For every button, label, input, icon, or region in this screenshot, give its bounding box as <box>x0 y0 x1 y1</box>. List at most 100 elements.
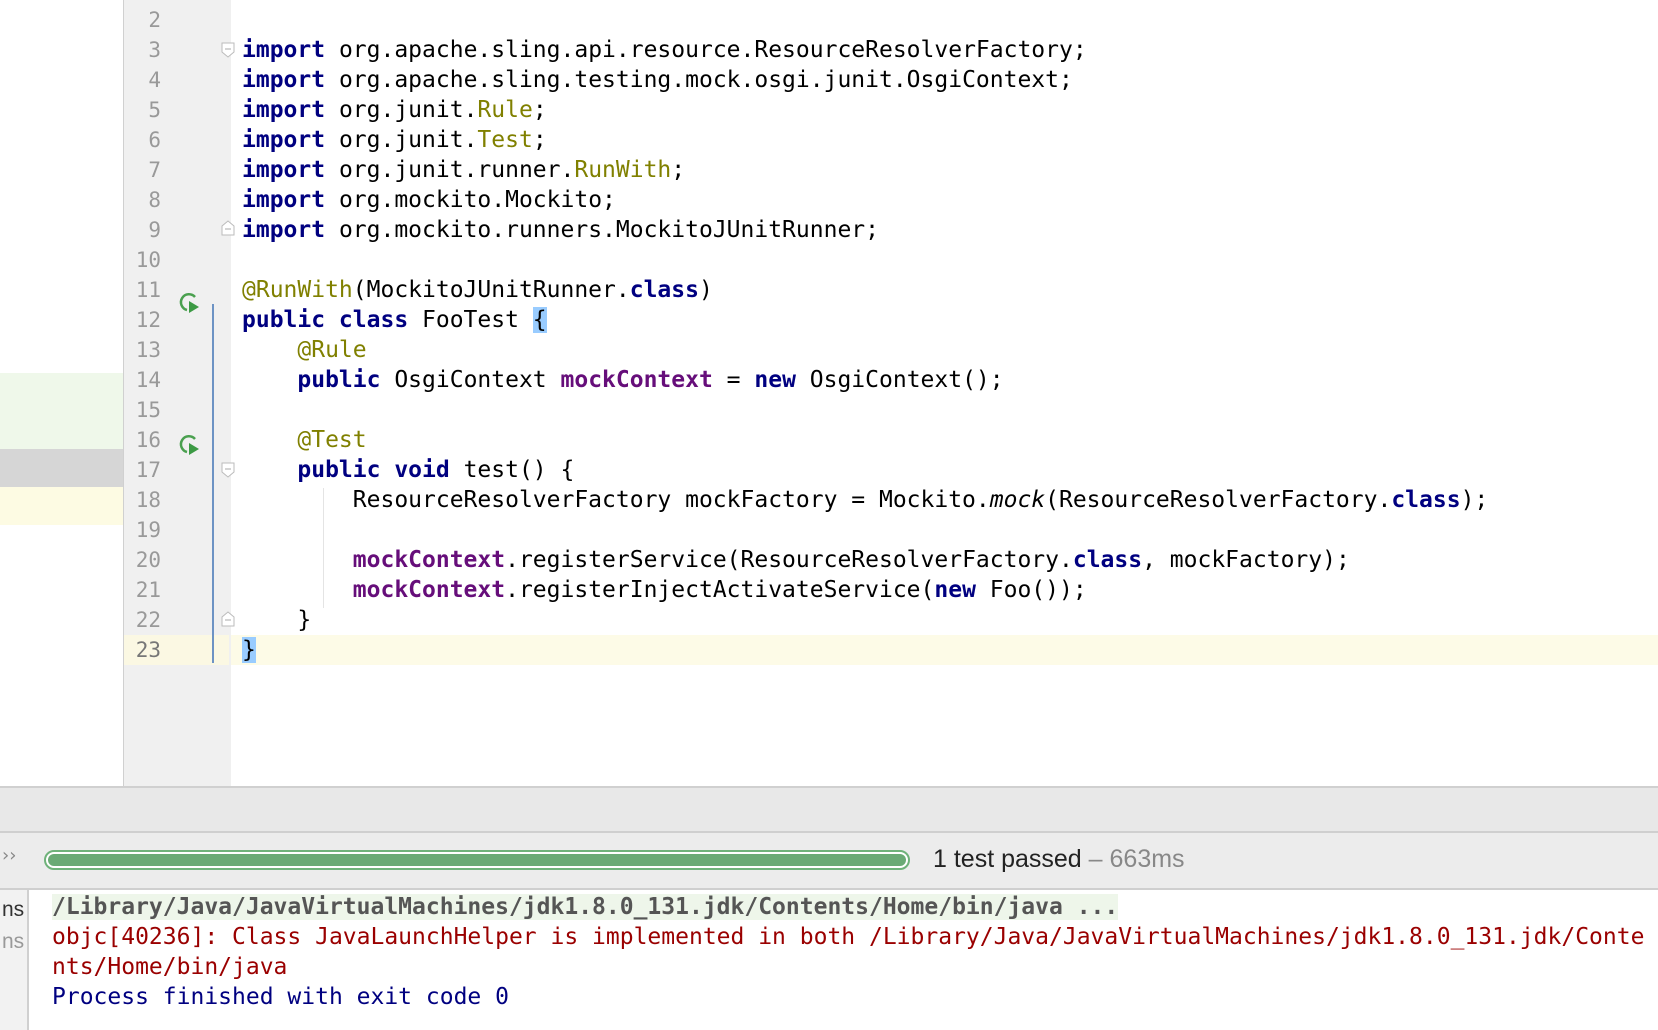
code-token: @RunWith <box>242 277 353 303</box>
code-token: ; <box>532 127 547 153</box>
line-number: 7 <box>148 158 161 182</box>
code-line[interactable]: ResourceResolverFactory mockFactory = Mo… <box>242 485 1489 515</box>
code-line[interactable]: import org.apache.sling.api.resource.Res… <box>242 35 1087 65</box>
line-number: 21 <box>135 578 161 602</box>
tree-item-label[interactable]: ns <box>2 898 25 921</box>
indent-guide <box>323 488 324 608</box>
code-token: } <box>242 637 256 663</box>
panel-splitter[interactable] <box>0 786 1658 833</box>
code-line[interactable]: mockContext.registerInjectActivateServic… <box>242 575 1087 605</box>
code-token: class <box>629 277 699 303</box>
fold-end-icon[interactable] <box>221 220 235 236</box>
code-token: Rule <box>477 97 533 123</box>
code-token: mock <box>989 487 1046 513</box>
line-number: 6 <box>148 128 161 152</box>
line-number: 14 <box>135 368 161 392</box>
test-result-text: 1 test passed <box>933 845 1082 873</box>
line-number: 3 <box>148 38 161 62</box>
selected-row[interactable] <box>0 449 123 487</box>
highlight-row <box>0 487 123 525</box>
code-token: RunWith <box>574 157 672 183</box>
code-line[interactable]: @Test <box>242 425 367 455</box>
code-token: class <box>1391 487 1461 513</box>
code-line[interactable]: @RunWith(MockitoJUnitRunner.class) <box>242 275 713 305</box>
console-exit-line: Process finished with exit code 0 <box>52 984 509 1010</box>
line-number: 9 <box>148 218 161 242</box>
code-token: new <box>754 367 796 393</box>
code-token: org.junit. <box>325 127 478 153</box>
code-token: class <box>1072 547 1143 573</box>
code-token: import <box>242 97 326 123</box>
chevron-double-right-icon[interactable]: ›› <box>2 845 17 866</box>
line-number: 22 <box>135 608 161 632</box>
test-tree-panel[interactable]: ns ns <box>0 890 29 1030</box>
code-token: new <box>934 577 976 603</box>
fold-collapse-icon[interactable] <box>221 42 235 58</box>
code-token: org.apache.sling.api.resource.ResourceRe… <box>325 37 1087 63</box>
code-token <box>242 337 297 363</box>
code-line[interactable]: public void test() { <box>242 455 574 485</box>
code-line[interactable]: import org.junit.runner.RunWith; <box>242 155 685 185</box>
code-token: ); <box>1460 487 1489 513</box>
code-token: = <box>712 367 755 393</box>
code-line[interactable]: public OsgiContext mockContext = new Osg… <box>242 365 1004 395</box>
code-line[interactable]: import org.mockito.runners.MockitoJUnitR… <box>242 215 879 245</box>
code-token: (MockitoJUnitRunner. <box>352 277 630 303</box>
console-error-line: objc[40236]: Class JavaLaunchHelper is i… <box>52 924 1645 980</box>
code-token <box>242 427 297 453</box>
code-line[interactable]: import org.mockito.Mockito; <box>242 185 616 215</box>
code-token: public class <box>242 307 409 333</box>
code-token: Test <box>477 127 533 153</box>
project-panel <box>0 0 123 786</box>
line-number: 2 <box>148 8 161 32</box>
run-test-icon[interactable] <box>175 431 201 457</box>
code-token: OsgiContext <box>380 367 561 393</box>
code-line[interactable]: import org.junit.Test; <box>242 125 547 155</box>
line-number: 4 <box>148 68 161 92</box>
code-token: { <box>532 307 547 333</box>
code-token: import <box>242 37 326 63</box>
code-token: test() { <box>449 457 575 483</box>
line-number: 10 <box>135 248 161 272</box>
console-command-text: /Library/Java/JavaVirtualMachines/jdk1.8… <box>52 894 1119 920</box>
code-line[interactable]: mockContext.registerService(ResourceReso… <box>242 545 1350 575</box>
fold-end-icon[interactable] <box>221 611 235 627</box>
line-number: 5 <box>148 98 161 122</box>
code-token <box>242 457 297 483</box>
current-line-gutter-highlight <box>124 635 229 665</box>
code-token: @Test <box>297 427 367 453</box>
code-token: ) <box>698 277 713 303</box>
tree-item-label[interactable]: ns <box>2 930 25 953</box>
code-token: , mockFactory); <box>1142 547 1350 573</box>
code-token: ; <box>532 97 547 123</box>
run-test-icon[interactable] <box>175 289 201 315</box>
line-number: 23 <box>135 638 161 662</box>
code-token <box>242 367 297 393</box>
line-number: 17 <box>135 458 161 482</box>
code-token: import <box>242 127 326 153</box>
line-number: 12 <box>135 308 161 332</box>
test-runner-toolbar: ›› 1 test passed – 663ms <box>0 833 1658 890</box>
line-number: 15 <box>135 398 161 422</box>
code-token: public <box>297 367 381 393</box>
code-line[interactable]: } <box>242 605 311 635</box>
code-line[interactable]: import org.apache.sling.testing.mock.osg… <box>242 65 1073 95</box>
current-line-highlight <box>231 635 1658 665</box>
progress-fill <box>48 854 906 866</box>
code-token: } <box>242 607 312 633</box>
code-line[interactable]: } <box>242 635 256 665</box>
code-token: OsgiContext(); <box>795 367 1004 393</box>
code-token: @Rule <box>297 337 367 363</box>
code-line[interactable]: @Rule <box>242 335 367 365</box>
code-line[interactable]: import org.junit.Rule; <box>242 95 547 125</box>
code-token: import <box>242 157 326 183</box>
code-token: (ResourceResolverFactory. <box>1045 487 1392 513</box>
code-token: mockContext <box>352 577 506 603</box>
fold-collapse-icon[interactable] <box>221 462 235 478</box>
code-line[interactable]: public class FooTest { <box>242 305 547 335</box>
code-token: import <box>242 67 326 93</box>
code-token: FooTest <box>408 307 533 333</box>
separator: – <box>1081 845 1110 873</box>
code-token <box>242 547 353 573</box>
test-duration: 663ms <box>1109 845 1185 873</box>
